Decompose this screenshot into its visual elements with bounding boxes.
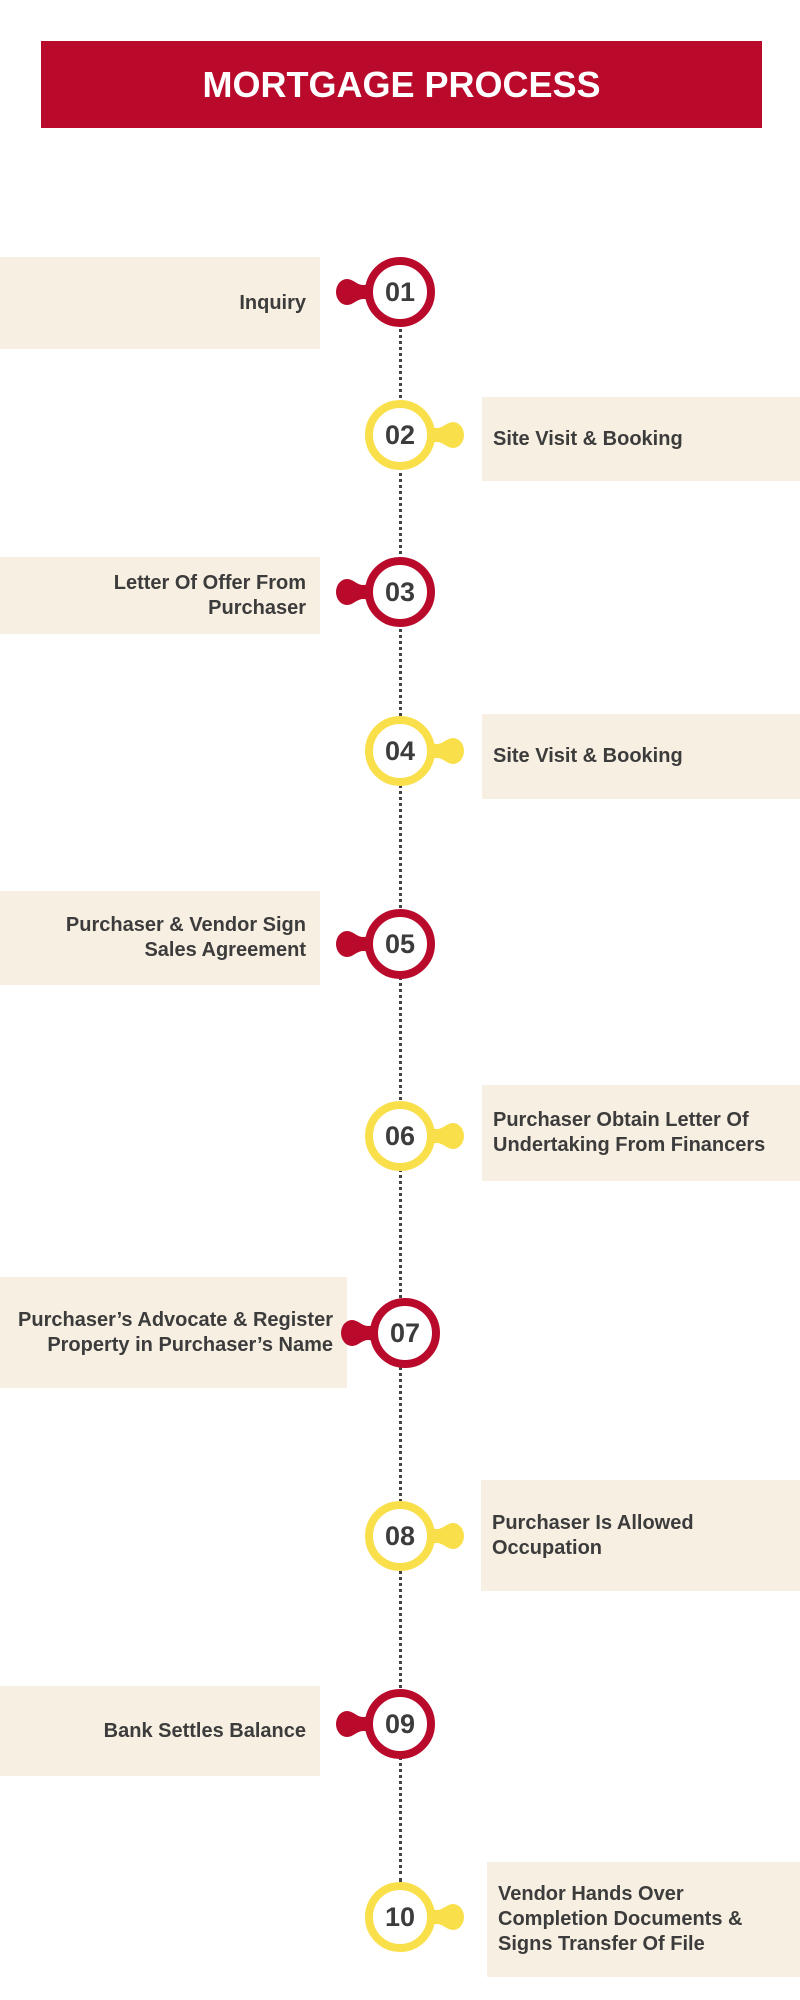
- step-label: Letter Of Offer From Purchaser: [113, 571, 306, 619]
- step-box-09: Bank Settles Balance: [0, 1686, 320, 1776]
- step-number: 01: [384, 276, 416, 307]
- step-number: 08: [384, 1520, 416, 1551]
- timeline-dotted-line: [399, 292, 402, 1882]
- ring: [365, 1101, 435, 1171]
- step-number: 05: [384, 928, 416, 959]
- step-label: Inquiry: [239, 291, 306, 314]
- ring: [365, 557, 435, 627]
- ring: [365, 1689, 435, 1759]
- ring: [365, 716, 435, 786]
- step-label: Vendor Hands Over Completion Documents &…: [498, 1883, 743, 1955]
- ring: [370, 1298, 440, 1368]
- step-number: 03: [384, 576, 416, 607]
- step-label: Purchaser Is Allowed Occupation: [492, 1511, 694, 1559]
- step-box-01: Inquiry: [0, 257, 320, 349]
- ring: [365, 257, 435, 327]
- step-marker-10: 10: [365, 1882, 464, 1952]
- step-label: Purchaser’s Advocate & Register Property…: [18, 1308, 333, 1356]
- ring: [365, 400, 435, 470]
- step-marker-03: 03: [336, 557, 435, 627]
- step-number: 02: [384, 419, 416, 450]
- step-label: Bank Settles Balance: [103, 1719, 306, 1742]
- ring: [365, 1882, 435, 1952]
- step-marker-02: 02: [365, 400, 464, 470]
- step-number: 07: [389, 1317, 421, 1348]
- step-label: Purchaser Obtain Letter Of Undertaking F…: [493, 1109, 766, 1156]
- step-marker-07: 07: [341, 1298, 440, 1368]
- step-number: 09: [384, 1708, 416, 1739]
- step-marker-09: 09: [336, 1689, 435, 1759]
- step-number: 04: [384, 735, 416, 766]
- step-box-04: Site Visit & Booking: [482, 714, 800, 799]
- step-box-02: Site Visit & Booking: [482, 397, 800, 481]
- step-number: 06: [384, 1120, 416, 1151]
- step-label: Purchaser & Vendor Sign Sales Agreement: [65, 914, 306, 961]
- ring: [365, 909, 435, 979]
- step-label: Site Visit & Booking: [493, 745, 683, 767]
- step-marker-01: 01: [336, 257, 435, 327]
- step-marker-05: 05: [336, 909, 435, 979]
- step-box-05: Purchaser & Vendor Sign Sales Agreement: [0, 891, 320, 985]
- step-box-10: Vendor Hands Over Completion Documents &…: [487, 1862, 800, 1977]
- step-number: 10: [384, 1901, 416, 1932]
- step-marker-08: 08: [365, 1501, 464, 1571]
- step-marker-04: 04: [365, 716, 464, 786]
- ring: [365, 1501, 435, 1571]
- step-box-06: Purchaser Obtain Letter Of Undertaking F…: [482, 1085, 800, 1181]
- step-box-07: Purchaser’s Advocate & Register Property…: [0, 1277, 347, 1388]
- step-box-03: Letter Of Offer From Purchaser: [0, 557, 320, 634]
- step-marker-06: 06: [365, 1101, 464, 1171]
- step-box-08: Purchaser Is Allowed Occupation: [481, 1480, 800, 1591]
- step-label: Site Visit & Booking: [493, 427, 683, 450]
- page-title: MORTGAGE PROCESS: [41, 41, 762, 128]
